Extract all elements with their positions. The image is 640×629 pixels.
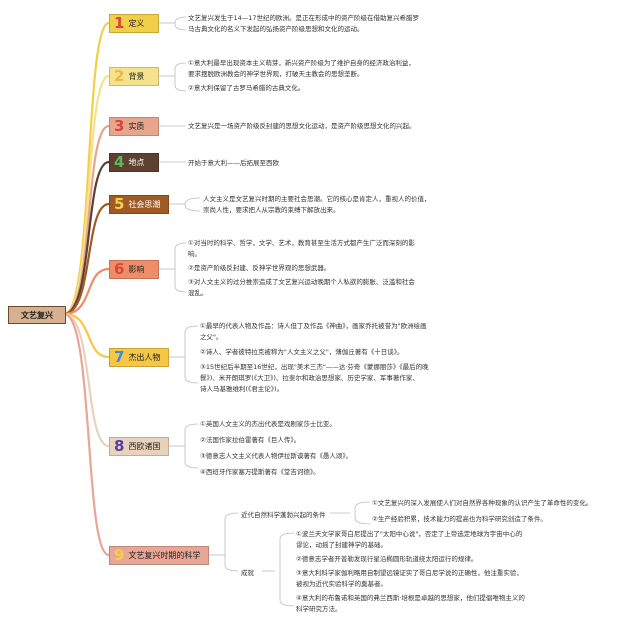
science-achievements-label: 成就 (241, 569, 254, 577)
bracket-connector (354, 501, 371, 525)
bracket-connector (279, 532, 295, 607)
science-conditions-text: ①文艺复兴的深入发展使人们对自然界各种现象的认识产生了革命性的变化。 ②生产经验… (372, 499, 593, 523)
branch-connector (63, 312, 110, 359)
branch-node-figures[interactable]: 7 杰出人物 (109, 348, 169, 367)
bracket-connector (174, 62, 187, 92)
branch-title: 社会思潮 (128, 200, 161, 209)
background-text: ①意大利最早出现资本主义萌芽，新兴资产阶级为了维护自身的经济政治利益，要求摆脱欧… (188, 59, 415, 92)
branch-number: 6 (114, 260, 125, 278)
branch-node-location[interactable]: 4 地点 (109, 153, 159, 172)
branch-number: 9 (114, 546, 125, 564)
figures-text: ①最早的代表人物及作品：诗人但丁及作品《神曲》，画家乔托被誉为"欧洲绘画之父"。… (200, 322, 429, 393)
social-thought-text: 人文主义是文艺复兴时期的主要社会思潮。它的核心是肯定人，重视人的价值，崇尚人性，… (203, 195, 431, 214)
bracket-connector (174, 242, 187, 293)
branch-node-western-europe[interactable]: 8 西欧诸国 (109, 437, 169, 456)
definition-text: 文艺复兴发生于14—17世纪的欧洲。是正在形成中的资产阶级在借助复兴希腊罗马古典… (188, 14, 420, 33)
branch-title: 影响 (128, 265, 145, 274)
branch-title: 定义 (128, 19, 145, 28)
branch-connector (63, 74, 110, 316)
branch-connector (63, 202, 110, 316)
branch-connector (63, 160, 110, 316)
branch-title: 实质 (128, 122, 145, 131)
bracket-connector (184, 423, 199, 469)
branch-node-social-thought[interactable]: 5 社会思潮 (109, 195, 169, 214)
branch-title: 文艺复兴时期的科学 (128, 551, 201, 560)
branch-node-definition[interactable]: 1 定义 (109, 14, 159, 33)
branch-number: 5 (114, 195, 125, 213)
bracket-connector (184, 325, 199, 384)
influence-text: ①对当时的科学、哲学，文学、艺术，教育甚至生活方式都产生广泛而深刻的影响。 ②是… (188, 239, 415, 297)
branch-number: 1 (114, 14, 125, 32)
western-europe-text: ①英国人文主义的杰出代表是戏剧家莎士比亚。 ②法国作家拉伯雷著有《巨人传》。 ③… (200, 420, 353, 476)
branch-title: 杰出人物 (128, 353, 161, 362)
branch-connector (63, 267, 110, 316)
branch-node-essence[interactable]: 3 实质 (109, 117, 159, 136)
branch-title: 背景 (128, 72, 145, 81)
essence-text: 文艺复兴是一场资产阶级反封建的思想文化运动，是资产阶级思想文化的兴起。 (188, 122, 416, 130)
branch-connector (63, 312, 110, 557)
branch-node-background[interactable]: 2 背景 (109, 67, 159, 86)
branch-number: 4 (114, 153, 125, 171)
branch-title: 西欧诸国 (128, 442, 161, 451)
root-node[interactable]: 文艺复兴 (8, 306, 66, 324)
science-conditions-label: 近代自然科学蓬勃兴起的条件 (241, 511, 326, 519)
branch-title: 地点 (128, 158, 145, 167)
root-label: 文艺复兴 (21, 310, 53, 320)
branch-number: 7 (114, 348, 125, 366)
location-text: 开始于意大利——后拓展至西欧 (188, 159, 279, 167)
bracket-connector (174, 16, 187, 31)
branch-number: 2 (114, 67, 125, 85)
branch-number: 3 (114, 117, 125, 135)
branch-connector (63, 312, 110, 448)
bracket-connector (184, 197, 201, 212)
bracket-connector (224, 512, 239, 572)
branch-number: 8 (114, 437, 125, 455)
branch-node-influence[interactable]: 6 影响 (109, 260, 159, 279)
branch-node-science[interactable]: 9 文艺复兴时期的科学 (109, 546, 209, 565)
science-achievements-text: ①波兰天文学家哥白尼提出了"太阳中心说"，否定了上帝选定地球为宇宙中心的谬论，动… (296, 530, 525, 613)
